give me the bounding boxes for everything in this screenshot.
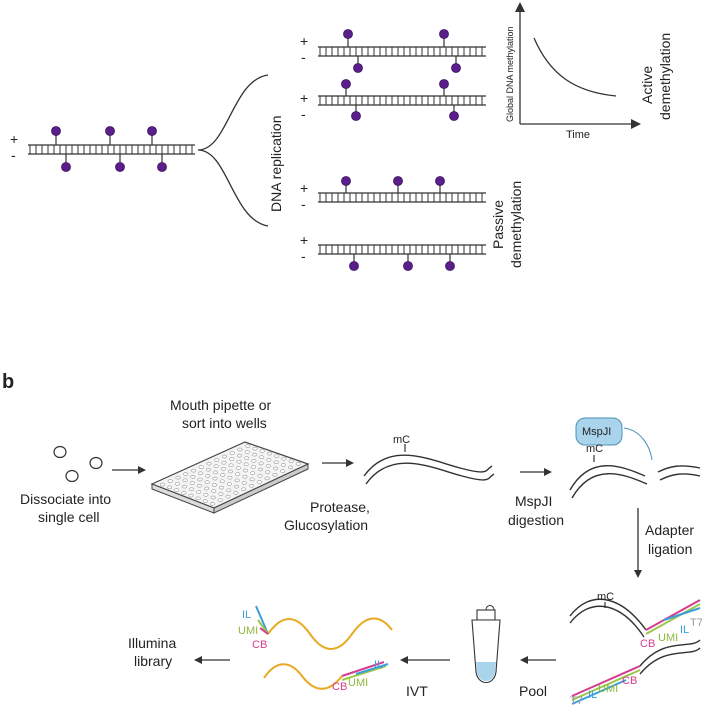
plus-sign: +: [300, 90, 308, 106]
ligated-fragments: mC CB UMI IL T7 CB UMI IL T7: [569, 591, 702, 706]
plus-sign: +: [10, 131, 18, 147]
step5-line1: Adapter: [645, 522, 694, 538]
step3-line2: Glucosylation: [284, 517, 368, 533]
cb-label: CB: [622, 675, 637, 687]
ivt-label: IVT: [406, 683, 428, 699]
step3-line1: Protease,: [310, 499, 370, 515]
methyl-group: [51, 126, 61, 136]
umi-label: UMI: [598, 683, 618, 695]
cut-dna: [569, 465, 701, 499]
step1-line2: single cell: [38, 509, 99, 525]
step2-line2: sort into wells: [182, 415, 267, 431]
il-label: IL: [680, 624, 689, 636]
genomic-dna: mC: [363, 434, 495, 485]
mc-label: mC: [597, 591, 614, 603]
replication-branch: [197, 74, 269, 227]
step4-line2: digestion: [508, 512, 564, 528]
pool-label: Pool: [519, 683, 547, 699]
t7-label: T7: [690, 617, 702, 629]
panel-letter-b: b: [2, 371, 14, 393]
panel-a: + - DNA replication + -: [10, 2, 673, 271]
methyl-group: [61, 162, 71, 172]
decay-curve: [533, 37, 617, 97]
umi-label: UMI: [348, 677, 368, 689]
output-line1: Illumina: [128, 635, 176, 651]
mc-label: mC: [586, 443, 603, 455]
il-label: IL: [242, 609, 251, 621]
il-label: IL: [588, 689, 597, 701]
methyl-group: [147, 126, 157, 136]
active-label-2: demethylation: [657, 33, 673, 120]
methylation-time-plot: Global DNA methylation Time: [505, 2, 641, 141]
active-label-1: Active: [639, 66, 655, 104]
step1-line1: Dissociate into: [20, 491, 111, 507]
well-plate-icon: [150, 441, 310, 514]
minus-sign: -: [301, 196, 306, 212]
il-label: IL: [374, 659, 383, 671]
cells: [53, 445, 103, 483]
passive-label-1: Passive: [490, 200, 506, 249]
daughter-dna-1: + -: [300, 29, 486, 73]
step2-line1: Mouth pipette or: [170, 397, 272, 413]
mspji-enzyme: MspJI mC: [575, 417, 653, 462]
t7-label: T7: [570, 695, 583, 706]
replication-label: DNA replication: [268, 116, 284, 213]
daughter-dna-4: + -: [300, 232, 486, 271]
cb-label: CB: [252, 639, 267, 651]
minus-sign: -: [301, 106, 306, 122]
cb-label: CB: [640, 638, 655, 650]
daughter-dna-3: + -: [300, 176, 486, 212]
step5-line2: ligation: [648, 541, 692, 557]
cb-label: CB: [332, 681, 347, 693]
minus-sign: -: [11, 147, 16, 163]
minus-sign: -: [301, 248, 306, 264]
tube-icon: [471, 605, 501, 684]
plus-sign: +: [300, 232, 308, 248]
plot-xlabel: Time: [566, 129, 590, 141]
parental-dna: + -: [10, 126, 195, 172]
mc-label: mC: [393, 434, 410, 446]
umi-label: UMI: [658, 632, 678, 644]
step4-line1: MspJI: [515, 493, 552, 509]
enzyme-label: MspJI: [582, 426, 611, 438]
output-line2: library: [134, 653, 172, 669]
amplified-rna: IL UMI CB CB UMI IL: [238, 605, 393, 693]
daughter-dna-2: + -: [300, 79, 486, 122]
umi-label: UMI: [238, 625, 258, 637]
minus-sign: -: [301, 49, 306, 65]
methyl-group: [105, 126, 115, 136]
methyl-group: [115, 162, 125, 172]
plus-sign: +: [300, 180, 308, 196]
methyl-group: [157, 162, 167, 172]
plot-ylabel: Global DNA methylation: [505, 26, 515, 122]
passive-label-2: demethylation: [508, 181, 524, 268]
panel-b: b Dissociate into single cell Mouth pipe…: [2, 371, 702, 706]
plus-sign: +: [300, 33, 308, 49]
